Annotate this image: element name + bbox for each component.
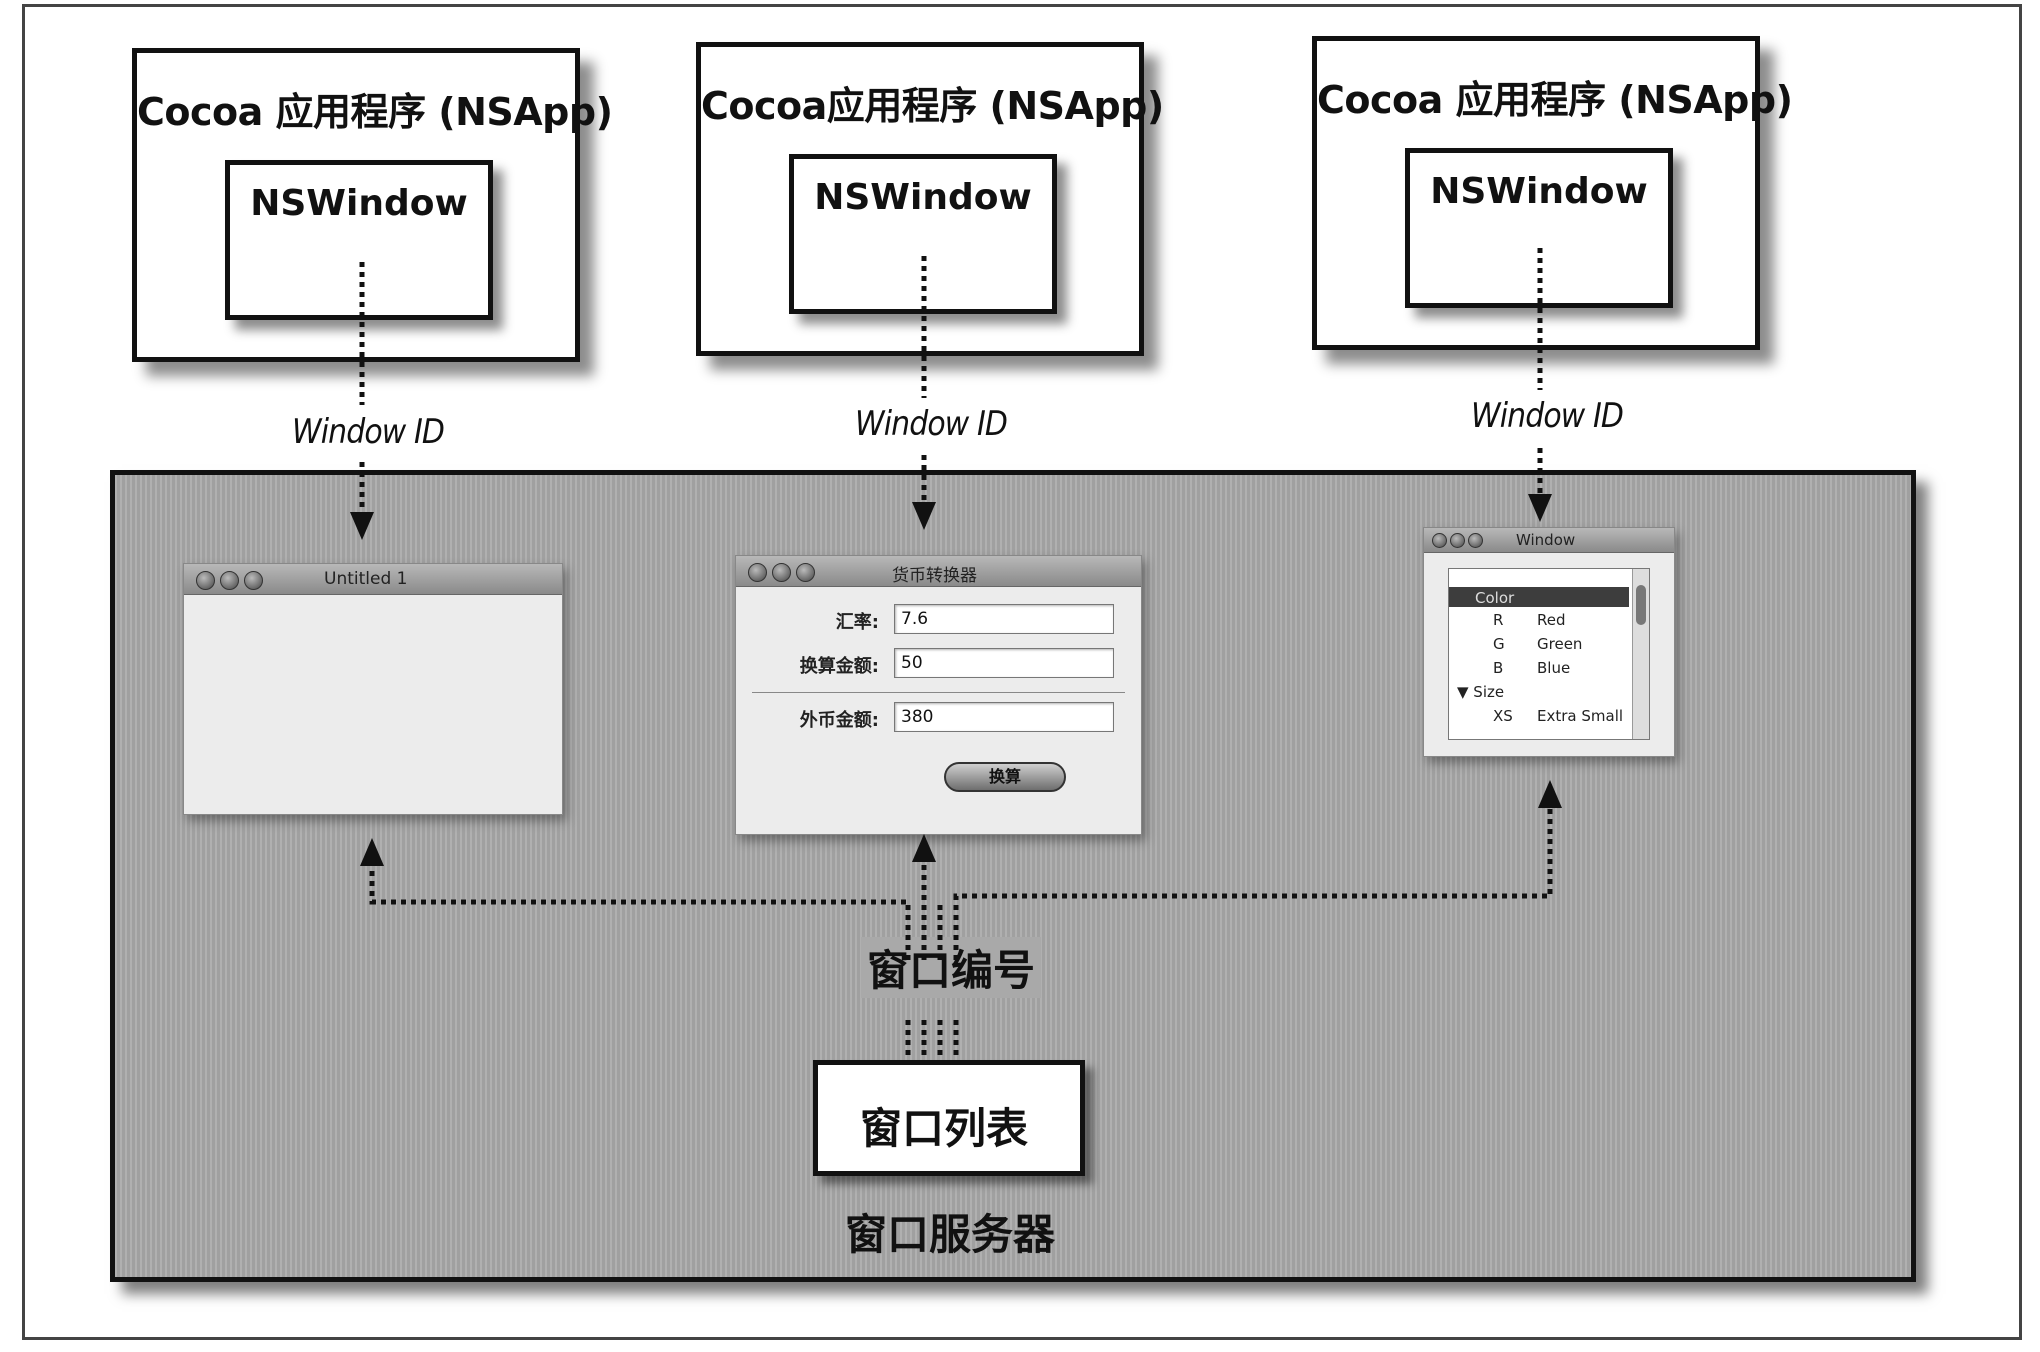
scrollbar-thumb[interactable] [1636,585,1646,625]
foreign-amount-field[interactable]: 380 [894,702,1114,732]
close-icon [748,563,767,582]
outline-window: Window Color R Red G Green B Blue ▼ Size… [1423,527,1675,757]
minimize-icon [1450,533,1465,548]
outline-view[interactable]: Color R Red G Green B Blue ▼ Size XS Ext… [1448,568,1650,740]
rate-field[interactable]: 7.6 [894,604,1114,634]
nswindow-box-2: NSWindow [789,154,1057,314]
minimize-icon [772,563,791,582]
window-id-label-2: Window ID [855,404,1008,444]
window-server-panel: Untitled 1 货币转换器 汇率: 7.6 换算金额: 50 外币金额: … [110,470,1916,1282]
arrow-down-2 [912,502,936,530]
zoom-icon [1468,533,1483,548]
outline-row-g: G [1493,635,1505,653]
outline-row-color: Color [1475,589,1515,607]
amount-label: 换算金额: [799,656,879,677]
arrow-up-2 [912,834,936,862]
untitled-window-title: Untitled 1 [324,569,408,589]
cocoa-app-box-3: Cocoa 应用程序 (NSApp) NSWindow [1312,36,1793,350]
list-path-left [369,862,911,960]
outline-row-b: B [1493,659,1504,677]
outline-row-red: Red [1537,611,1566,629]
converter-window-title: 货币转换器 [892,566,977,586]
close-icon [1432,533,1447,548]
form-divider [752,692,1125,693]
window-list-label: 窗口列表 [860,1104,1029,1153]
nswindow-label-3: NSWindow [1430,171,1648,212]
window-id-label-3: Window ID [1471,396,1624,436]
outline-window-title: Window [1516,531,1576,549]
arrow-down-3 [1528,494,1552,522]
nswindow-box-1: NSWindow [225,160,493,320]
cocoa-app-box-1: Cocoa 应用程序 (NSApp) NSWindow [132,48,613,362]
nswindow-label-2: NSWindow [814,177,1032,218]
cocoa-app-title-2: Cocoa应用程序 (NSApp) [701,84,1164,128]
outline-row-xs: XS [1493,707,1513,725]
outline-row-size: ▼ Size [1457,683,1505,701]
arrow-up-3 [1538,780,1562,808]
outline-row-extra-small: Extra Small [1537,707,1624,725]
untitled-titlebar: Untitled 1 [184,564,562,595]
outline-titlebar: Window [1424,528,1674,553]
converter-window: 货币转换器 汇率: 7.6 换算金额: 50 外币金额: 380 换算 [735,555,1142,835]
converter-titlebar: 货币转换器 [736,556,1141,587]
list-path-right [953,806,1553,960]
close-icon [196,571,215,590]
minimize-icon [220,571,239,590]
arrow-up-1 [360,838,384,866]
nswindow-label-1: NSWindow [250,183,468,224]
outline-row-r: R [1493,611,1504,629]
arrow-down-1 [350,512,374,540]
window-server-label: 窗口服务器 [845,1210,1056,1259]
outline-row-blue: Blue [1537,659,1571,677]
outline-scrollbar[interactable] [1632,569,1649,739]
window-numbers-label: 窗口编号 [861,937,1042,998]
amount-field[interactable]: 50 [894,648,1114,678]
cocoa-app-title-1: Cocoa 应用程序 (NSApp) [137,90,613,134]
window-id-label-1: Window ID [292,412,445,452]
zoom-icon [244,571,263,590]
outline-row-green: Green [1537,635,1583,653]
convert-button[interactable]: 换算 [944,762,1066,792]
window-list-box: 窗口列表 [813,1060,1085,1176]
zoom-icon [796,563,815,582]
untitled-window: Untitled 1 [183,563,563,815]
rate-label: 汇率: [835,612,879,633]
foreign-amount-label: 外币金额: [799,710,879,731]
cocoa-app-box-2: Cocoa应用程序 (NSApp) NSWindow [696,42,1164,356]
cocoa-app-title-3: Cocoa 应用程序 (NSApp) [1317,78,1793,122]
outline-row-selected[interactable] [1449,587,1629,607]
